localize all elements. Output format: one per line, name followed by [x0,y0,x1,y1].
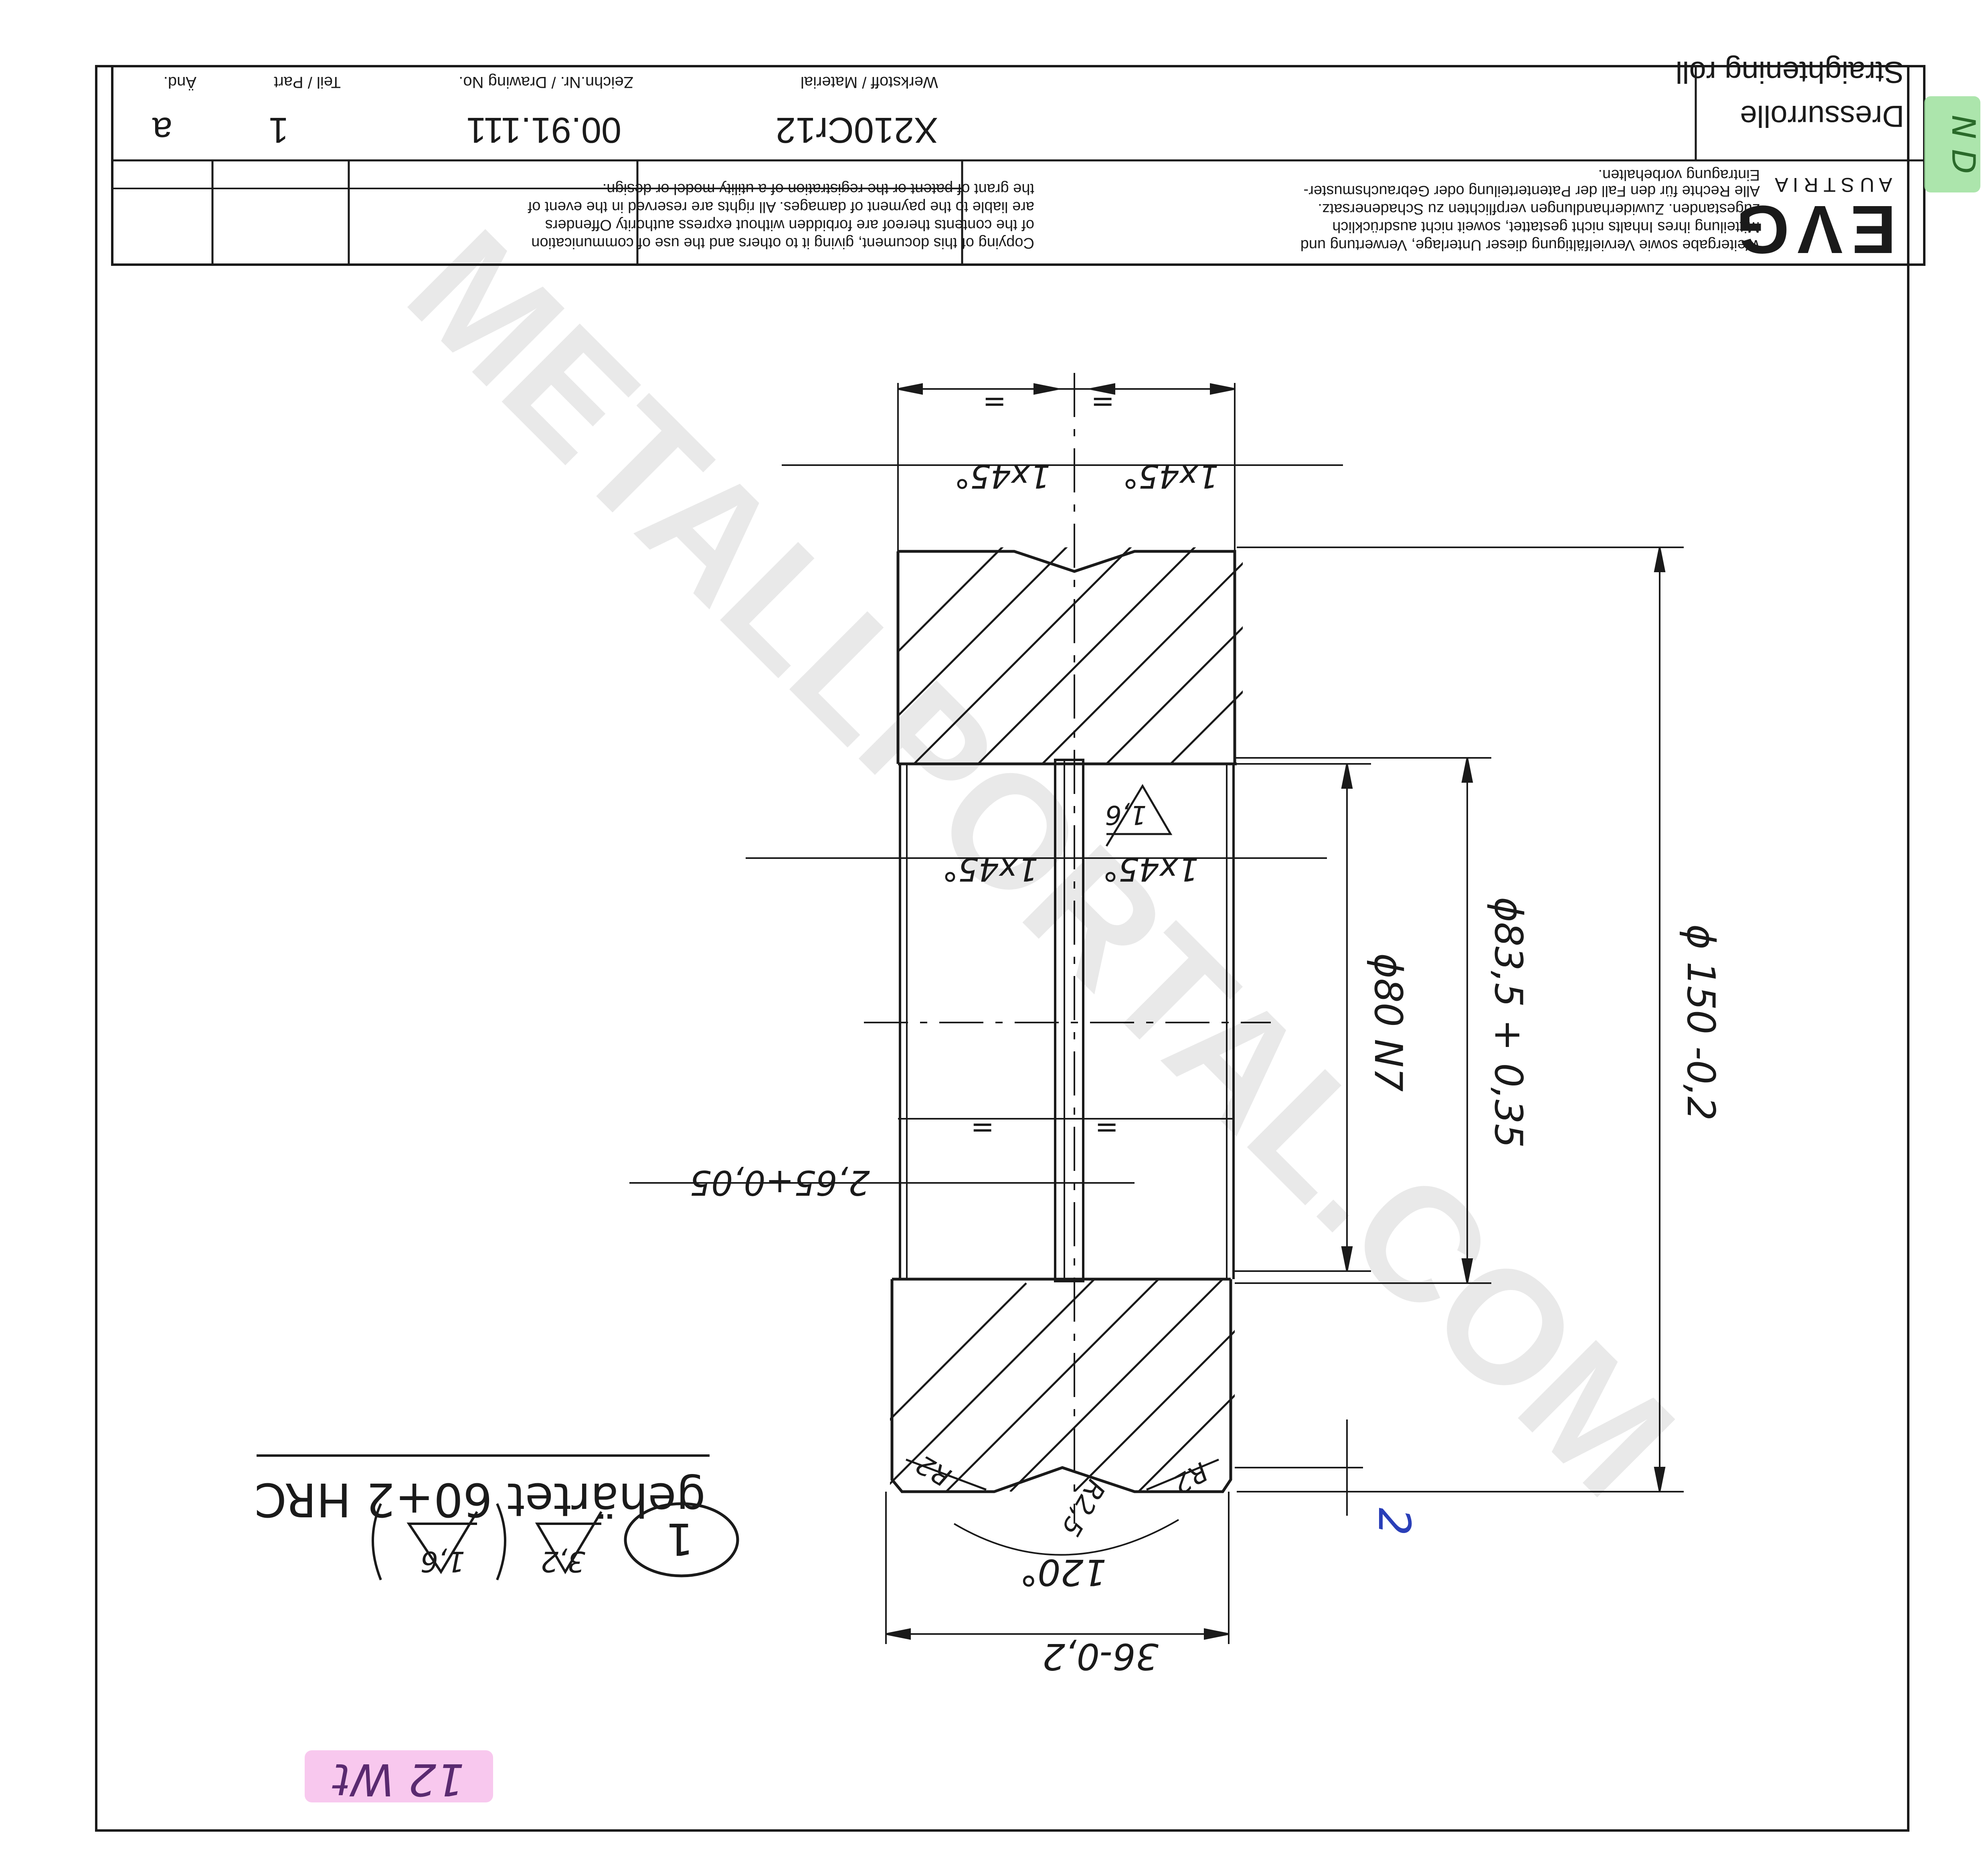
part-label: Teil / Part [274,73,341,91]
svg-text:2: 2 [1369,1508,1420,1536]
svg-text:A U S T R I A: A U S T R I A [1775,174,1892,196]
equal-sign-4: = [971,1112,994,1145]
hand-dimension: 2 [1369,1508,1420,1536]
chamfer-mid-right: 1x45° [1102,850,1199,888]
quantity-annotation: 12 Wt [305,1750,493,1805]
groove-radius: R2,5 [1055,1474,1111,1541]
part-marker: 1 [624,1502,739,1577]
drawing-no-label: Zeichn.Nr. / Drawing No. [459,73,633,91]
drawing-no-value: 00.91.111 [466,110,621,150]
svg-text:of the contents thereof are fo: of the contents thereof are forbidden wi… [545,217,1034,233]
svg-text:the grant of patent or the reg: the grant of patent or the registration … [603,180,1034,197]
svg-text:Mitteilung ihres Inhalts nicht: Mitteilung ihres Inhalts nicht gestattet… [1332,219,1760,235]
svg-text:Weitergabe sowie Vervielfältig: Weitergabe sowie Vervielfältigung dieser… [1300,237,1760,253]
svg-text:Eintragung vorbehalten.: Eintragung vorbehalten. [1598,166,1760,183]
svg-text:zugestanden. Zuwiderhandlungen: zugestanden. Zuwiderhandlungen verpflich… [1318,200,1760,217]
svg-text:1,6: 1,6 [1105,800,1147,830]
revision-label: Änd. [164,73,196,91]
svg-text:EVG: EVG [1728,191,1896,267]
chamfer-mid-left: 1x45° [942,850,1038,888]
groove-dimension: 2,65+0,05 [690,1162,870,1202]
svg-text:Alle Rechte für den Fall der P: Alle Rechte für den Fall der Patentertei… [1304,182,1760,199]
svg-text:12 Wt: 12 Wt [332,1754,465,1805]
angle-dimension: 120° [1019,1551,1106,1593]
chamfer-top-left: 1x45° [954,458,1050,495]
roll-section [864,373,1271,1644]
evg-logo: EVG A U S T R I A [1728,174,1896,267]
revision-value: a [152,110,172,150]
material-value: X210Cr12 [776,110,938,150]
equal-sign-3: = [1095,1112,1118,1145]
equal-sign-2: = [983,386,1006,419]
width-dimension: 36-0,2 [1042,1635,1159,1677]
title-en: Straightening roll [1676,55,1904,89]
rights-text-de: Weitergabe sowie Vervielfältigung dieser… [1300,166,1760,253]
hardness-note: gehärtet 60+2 HRC [255,1472,706,1526]
chamfer-top-right: 1x45° [1122,458,1219,495]
svg-text:3,2: 3,2 [541,1545,585,1578]
svg-text:N D: N D [1945,115,1982,174]
rights-text-en: Copying of this document, giving it to o… [528,180,1034,251]
corner-tag: N D [1924,96,1982,192]
outer-diameter: ϕ 150 -0,2 [1679,924,1723,1121]
roughness-symbol-bore: 1,6 [1105,784,1173,847]
fit-diameter: ϕ80 N7 [1366,953,1410,1091]
roughness-symbol-general: 3,2 1,6 [372,1503,603,1581]
svg-text:1: 1 [665,1513,694,1565]
svg-text:Copying of this document, givi: Copying of this document, giving it to o… [531,235,1034,251]
svg-text:1,6: 1,6 [421,1545,465,1578]
equal-sign-1: = [1091,386,1114,419]
material-label: Werkstoff / Material [801,73,938,91]
svg-text:are liable to the payment of d: are liable to the payment of damages. Al… [528,198,1034,215]
watermark: METALLPORTAL.COM [376,197,1707,1529]
dimension-lines [629,383,1684,1640]
part-value: 1 [269,110,289,150]
bore-diameter: ϕ83,5 + 0,35 [1486,897,1530,1148]
title-de: Dressurrolle [1740,99,1904,133]
